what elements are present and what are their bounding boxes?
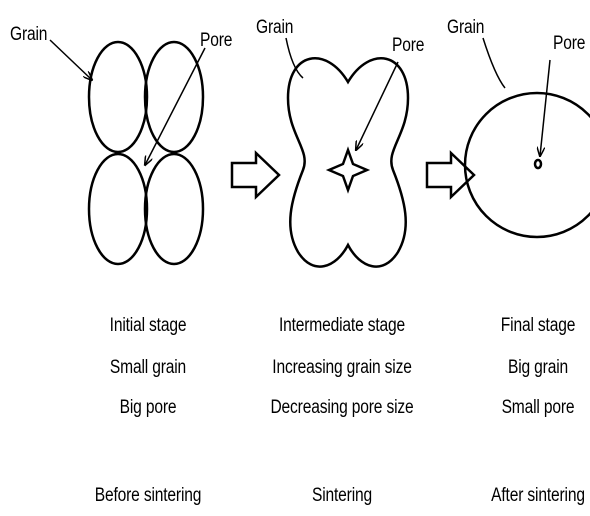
- phase-caption-1: Before sintering: [58, 486, 238, 506]
- grain-label-2: Grain: [256, 18, 293, 38]
- grain-top-left: [89, 42, 147, 152]
- grain-bottom-right: [145, 154, 203, 264]
- grain-pointer-arrow-1: [50, 40, 92, 80]
- grain-desc-3: Big grain: [448, 358, 590, 378]
- star-pore: [329, 150, 367, 190]
- grain-desc-2: Increasing grain size: [252, 358, 432, 378]
- panel-intermediate-grains: [288, 58, 408, 266]
- small-pore: [535, 160, 541, 168]
- pore-label-2: Pore: [392, 36, 424, 56]
- grain-desc-1: Small grain: [58, 358, 238, 378]
- grain-label-1: Grain: [10, 25, 47, 45]
- panel-initial-pointers: [50, 40, 205, 165]
- panel-initial-grains: [89, 42, 203, 264]
- merged-grain-outline: [288, 58, 408, 266]
- phase-caption-2: Sintering: [252, 486, 432, 506]
- pore-label-1: Pore: [200, 31, 232, 51]
- pore-pointer-arrow-2: [356, 62, 398, 150]
- grain-pointer-curve-3: [483, 38, 505, 88]
- panel-intermediate-pointers: [286, 38, 398, 150]
- phase-caption-3: After sintering: [448, 486, 590, 506]
- stage-caption-2: Intermediate stage: [252, 316, 432, 336]
- grain-top-right: [145, 42, 203, 152]
- grain-label-3: Grain: [447, 18, 484, 38]
- grain-bottom-left: [89, 154, 147, 264]
- pore-desc-2: Decreasing pore size: [252, 398, 432, 418]
- stage-caption-1: Initial stage: [58, 316, 238, 336]
- panel-final-grain: [465, 93, 590, 237]
- pore-desc-1: Big pore: [58, 398, 238, 418]
- pore-desc-3: Small pore: [448, 398, 590, 418]
- stage-caption-3: Final stage: [448, 316, 590, 336]
- big-grain: [465, 93, 590, 237]
- transition-arrow-1: [232, 153, 279, 197]
- pore-pointer-arrow-1: [145, 48, 205, 165]
- pore-pointer-arrow-3: [540, 60, 550, 156]
- pore-label-3: Pore: [553, 34, 585, 54]
